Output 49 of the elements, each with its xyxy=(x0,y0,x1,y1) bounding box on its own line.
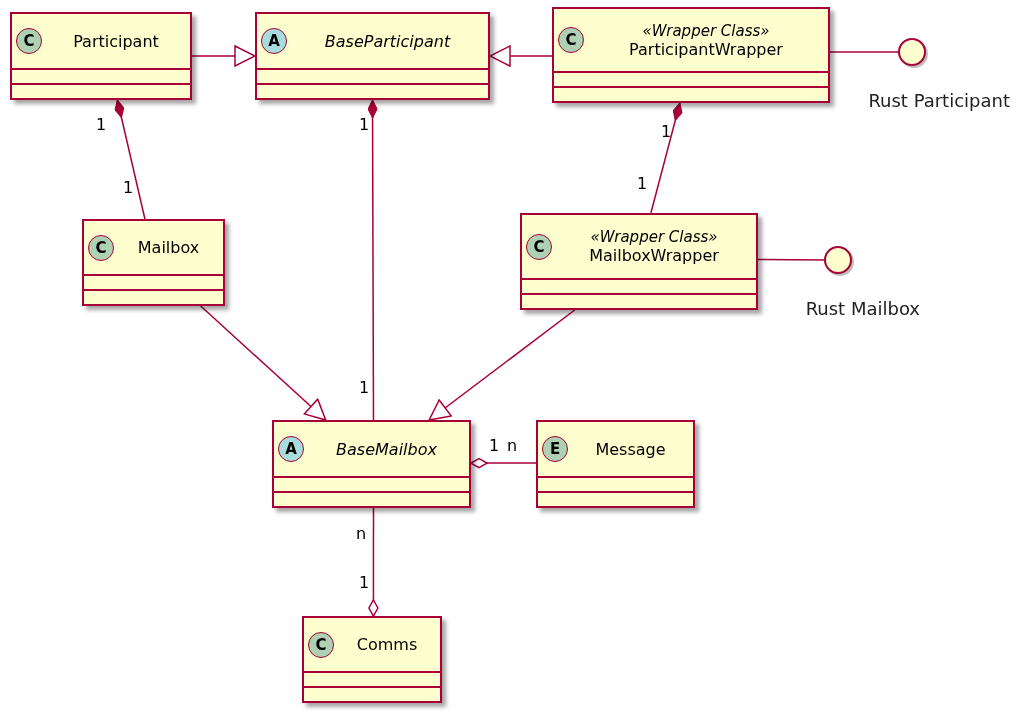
association-line xyxy=(428,309,576,421)
class-type-badge: E xyxy=(542,436,568,462)
multiplicity-label: n xyxy=(507,438,518,454)
multiplicity-label: 1 xyxy=(489,438,500,454)
multiplicity-label: 1 xyxy=(359,380,370,396)
class-box xyxy=(520,213,758,310)
class-name: BaseParticipant xyxy=(324,31,451,51)
association-line xyxy=(650,102,683,214)
connector-line xyxy=(757,258,826,261)
class-type-badge: C xyxy=(88,234,114,261)
multiplicity-label: 1 xyxy=(637,176,648,192)
class-type-badge: A xyxy=(261,28,287,54)
class-name: MailboxWrapper xyxy=(589,246,719,265)
connector-line xyxy=(829,51,900,53)
association-line xyxy=(367,99,378,421)
class-name: ParticipantWrapper xyxy=(629,39,783,59)
association-line xyxy=(114,99,146,220)
association-line xyxy=(368,507,379,617)
stereotype-label: «Wrapper Class» xyxy=(642,21,770,40)
multiplicity-label: 1 xyxy=(96,117,107,133)
association-line xyxy=(489,45,553,67)
class-name: Mailbox xyxy=(137,238,200,257)
class-type-badge: C xyxy=(16,28,42,54)
multiplicity-label: 1 xyxy=(661,124,672,140)
class-type-badge: A xyxy=(278,436,304,462)
class-name: Participant xyxy=(73,31,159,51)
association-line xyxy=(470,457,537,469)
class-name: Message xyxy=(595,439,666,459)
association-line xyxy=(199,305,327,421)
class-name: Comms xyxy=(356,635,418,654)
class-box xyxy=(82,219,225,306)
interface-label: Rust Mailbox xyxy=(805,298,920,319)
multiplicity-label: 1 xyxy=(359,575,370,591)
multiplicity-label: 1 xyxy=(123,180,134,196)
class-box xyxy=(10,12,192,100)
class-type-badge: C xyxy=(526,233,552,260)
class-name: BaseMailbox xyxy=(336,439,437,459)
class-box xyxy=(272,420,471,508)
class-box xyxy=(302,616,442,703)
class-type-badge: C xyxy=(558,27,584,53)
interface-label: Rust Participant xyxy=(868,90,1010,111)
class-box xyxy=(536,420,695,508)
multiplicity-label: n xyxy=(356,526,367,542)
class-type-badge: C xyxy=(308,631,334,658)
class-box xyxy=(255,12,490,100)
association-line xyxy=(191,45,256,67)
class-box xyxy=(552,7,830,103)
multiplicity-label: 1 xyxy=(359,117,370,133)
stereotype-label: «Wrapper Class» xyxy=(590,228,718,246)
